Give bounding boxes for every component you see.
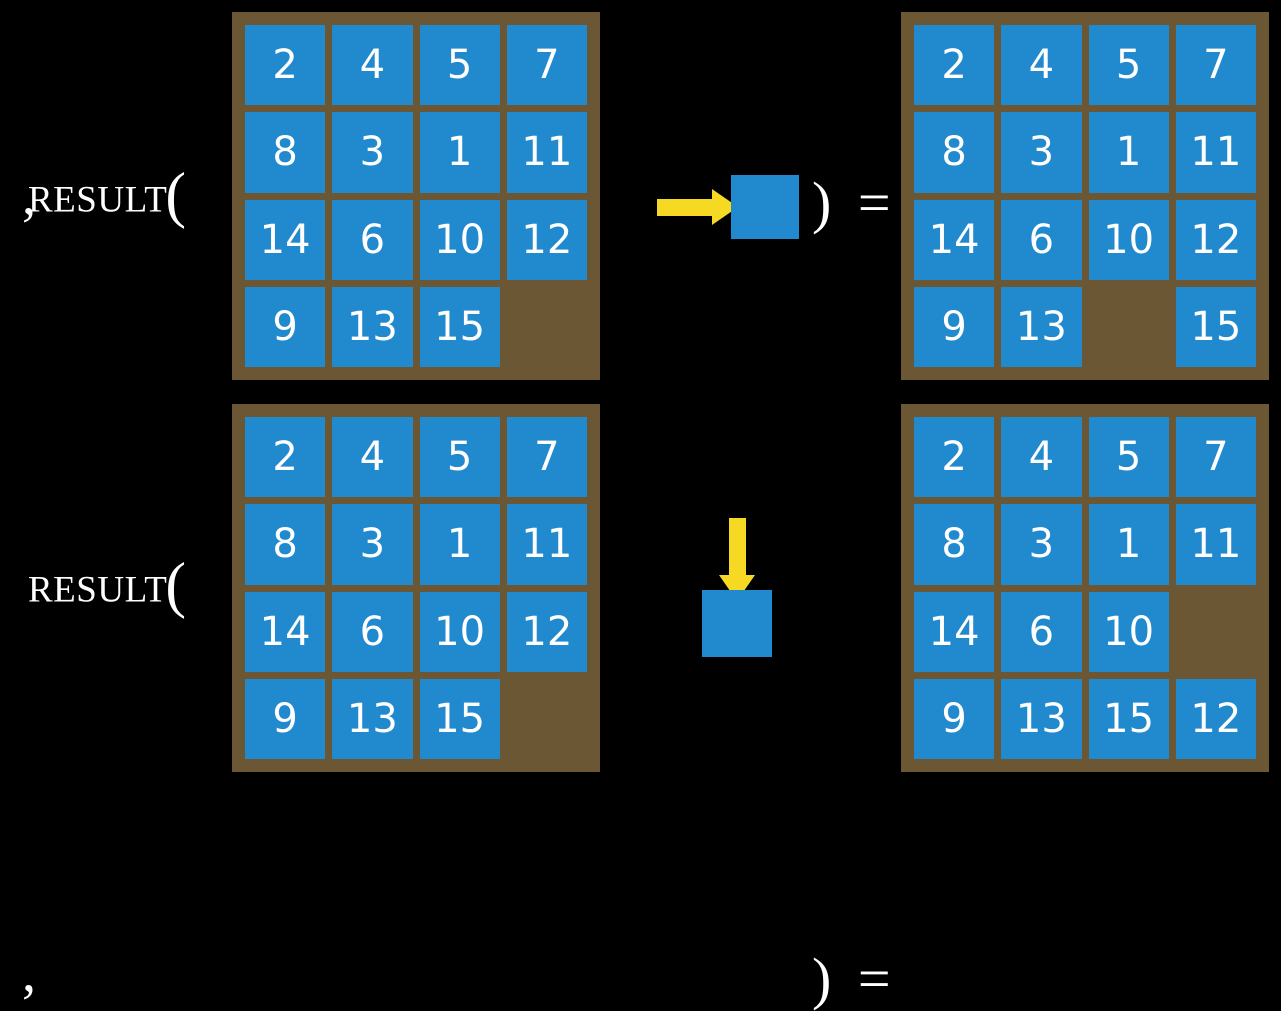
tile[interactable]: 2	[245, 417, 326, 498]
tile[interactable]: 1	[419, 504, 500, 585]
blank-tile-indicator-2[interactable]	[702, 590, 772, 657]
tile[interactable]: 3	[1001, 504, 1082, 585]
tile[interactable]: 6	[1001, 199, 1082, 280]
equation-row-2: Result( 2 4 5 7 8 3 1 11 14 6 10 12 9 13…	[0, 390, 1281, 1008]
close-paren-equals-2: ) =	[812, 946, 897, 1011]
open-paren-1: (	[165, 161, 187, 230]
tile[interactable]: 12	[506, 199, 587, 280]
tile[interactable]: 4	[332, 417, 413, 498]
tile[interactable]: 12	[506, 591, 587, 672]
tile[interactable]: 4	[1001, 417, 1082, 498]
result-function-label-2: Result(	[28, 555, 187, 617]
tile[interactable]: 11	[506, 112, 587, 193]
tile[interactable]: 1	[1088, 112, 1169, 193]
tile[interactable]: 12	[1175, 199, 1256, 280]
tile[interactable]: 8	[245, 504, 326, 585]
tile[interactable]: 11	[1175, 504, 1256, 585]
tile[interactable]: 8	[914, 504, 995, 585]
tile[interactable]: 5	[419, 25, 500, 106]
tile[interactable]: 2	[914, 417, 995, 498]
argument-separator-comma-2: ,	[22, 942, 36, 1004]
tile[interactable]: 12	[1175, 678, 1256, 759]
tile[interactable]: 13	[332, 286, 413, 367]
tile[interactable]: 13	[1001, 286, 1082, 367]
input-board-1: 2 4 5 7 8 3 1 11 14 6 10 12 9 13 15	[232, 12, 600, 380]
blank-tile-indicator-1[interactable]	[731, 175, 799, 239]
tile[interactable]: 5	[1088, 25, 1169, 106]
close-paren-equals-1: ) =	[812, 170, 897, 235]
tile[interactable]: 5	[419, 417, 500, 498]
tile[interactable]: 13	[332, 678, 413, 759]
tile[interactable]: 3	[332, 504, 413, 585]
tile[interactable]: 3	[1001, 112, 1082, 193]
tile[interactable]: 11	[1175, 112, 1256, 193]
tile[interactable]: 9	[245, 678, 326, 759]
tile[interactable]: 10	[1088, 591, 1169, 672]
blank-tile	[507, 679, 587, 759]
tile[interactable]: 10	[419, 199, 500, 280]
tile[interactable]: 4	[332, 25, 413, 106]
tile[interactable]: 6	[332, 199, 413, 280]
tile[interactable]: 15	[419, 286, 500, 367]
arrow-shaft	[657, 199, 715, 216]
open-paren-2: (	[165, 551, 187, 620]
tile[interactable]: 9	[245, 286, 326, 367]
result-label-text-1: Result	[28, 165, 168, 224]
tile[interactable]: 2	[245, 25, 326, 106]
tile[interactable]: 5	[1088, 417, 1169, 498]
result-function-label-1: Result(	[28, 165, 187, 227]
tile[interactable]: 14	[914, 591, 995, 672]
tile[interactable]: 7	[506, 417, 587, 498]
blank-tile	[1089, 287, 1169, 367]
equation-row-1: Result( 2 4 5 7 8 3 1 11 14 6 10 12 9 13…	[0, 0, 1281, 390]
tile[interactable]: 15	[419, 678, 500, 759]
tile[interactable]: 10	[419, 591, 500, 672]
input-board-2: 2 4 5 7 8 3 1 11 14 6 10 12 9 13 15	[232, 404, 600, 772]
blank-tile	[1176, 592, 1256, 672]
tile[interactable]: 1	[1088, 504, 1169, 585]
tile[interactable]: 1	[419, 112, 500, 193]
tile[interactable]: 11	[506, 504, 587, 585]
tile[interactable]: 6	[1001, 591, 1082, 672]
tile[interactable]: 8	[914, 112, 995, 193]
arrow-shaft	[729, 518, 746, 578]
tile[interactable]: 15	[1175, 286, 1256, 367]
argument-separator-comma-1: ,	[22, 165, 36, 227]
output-board-2: 2 4 5 7 8 3 1 11 14 6 10 9 13 15 12	[901, 404, 1269, 772]
output-board-1: 2 4 5 7 8 3 1 11 14 6 10 12 9 13 15	[901, 12, 1269, 380]
tile[interactable]: 8	[245, 112, 326, 193]
tile[interactable]: 14	[245, 591, 326, 672]
tile[interactable]: 7	[1175, 25, 1256, 106]
tile[interactable]: 14	[914, 199, 995, 280]
result-label-text-2: Result	[28, 555, 168, 614]
tile[interactable]: 9	[914, 678, 995, 759]
tile[interactable]: 7	[506, 25, 587, 106]
tile[interactable]: 15	[1088, 678, 1169, 759]
tile[interactable]: 4	[1001, 25, 1082, 106]
tile[interactable]: 13	[1001, 678, 1082, 759]
tile[interactable]: 2	[914, 25, 995, 106]
tile[interactable]: 10	[1088, 199, 1169, 280]
tile[interactable]: 7	[1175, 417, 1256, 498]
tile[interactable]: 14	[245, 199, 326, 280]
tile[interactable]: 3	[332, 112, 413, 193]
tile[interactable]: 6	[332, 591, 413, 672]
tile[interactable]: 9	[914, 286, 995, 367]
arrow-right-icon	[657, 189, 741, 225]
blank-tile	[507, 287, 587, 367]
